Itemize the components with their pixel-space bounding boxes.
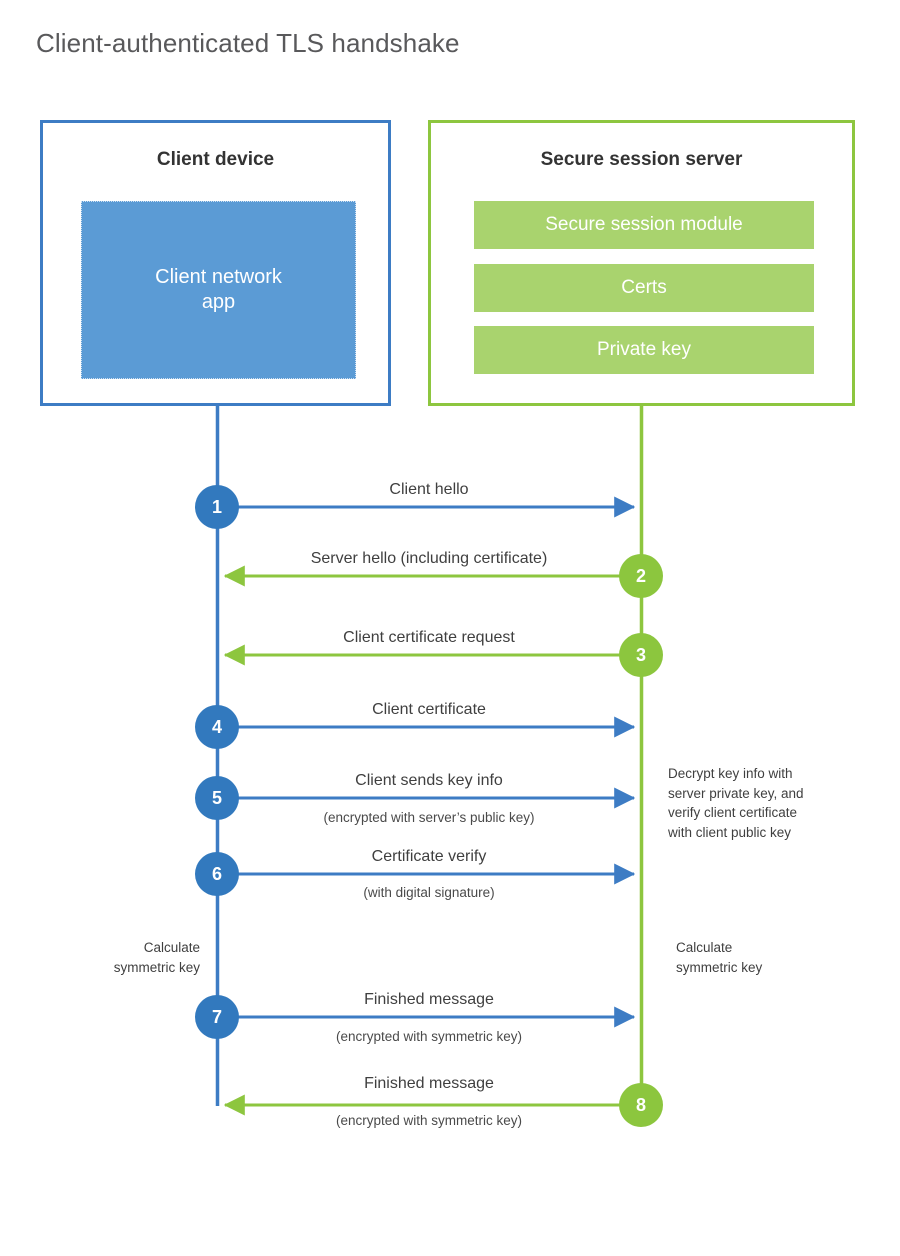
step-circle-1[interactable]	[195, 485, 239, 529]
annotation-server-decrypt-note: Decrypt key info with server private key…	[668, 766, 804, 840]
page-title: Client-authenticated TLS handshake	[36, 28, 460, 58]
step-circle-3[interactable]	[619, 633, 663, 677]
step-label-6: Certificate verify	[371, 848, 487, 865]
entity-secure-session-server: Secure session server Secure session mod…	[428, 120, 855, 406]
step-sublabel-5: (encrypted with server’s public key)	[323, 810, 535, 825]
step-circle-8[interactable]	[619, 1083, 663, 1127]
server-module-private-key: Private key	[474, 326, 814, 374]
step-sublabel-7: (encrypted with symmetric key)	[335, 1029, 523, 1044]
step-sublabel-8: (encrypted with symmetric key)	[335, 1113, 523, 1128]
client-network-app-box: Client network app	[81, 201, 356, 379]
entity-server-title: Secure session server	[540, 149, 743, 170]
annotation-client-calculate-symmetric-key: Calculate symmetric key	[113, 940, 200, 975]
step-label-8: Finished message	[364, 1075, 494, 1092]
server-module-certs: Certs	[474, 264, 814, 312]
entity-client-title: Client device	[156, 149, 275, 170]
step-circle-4[interactable]	[195, 705, 239, 749]
step-label-1: Client hello	[389, 481, 469, 498]
step-label-2: Server hello (including certificate)	[310, 550, 548, 567]
step-circle-7[interactable]	[195, 995, 239, 1039]
step-label-5: Client sends key info	[355, 772, 503, 789]
step-sublabel-6: (with digital signature)	[363, 885, 495, 900]
step-circle-6[interactable]	[195, 852, 239, 896]
step-label-7: Finished message	[364, 991, 494, 1008]
annotation-server-calculate-symmetric-key: Calculate symmetric key	[676, 940, 763, 975]
step-label-4: Client certificate	[372, 701, 486, 718]
step-circle-5[interactable]	[195, 776, 239, 820]
step-label-3: Client certificate request	[343, 629, 515, 646]
entity-client-device: Client device Client network app	[40, 120, 391, 406]
server-module-secure-session-module: Secure session module	[474, 201, 814, 249]
step-circle-2[interactable]	[619, 554, 663, 598]
